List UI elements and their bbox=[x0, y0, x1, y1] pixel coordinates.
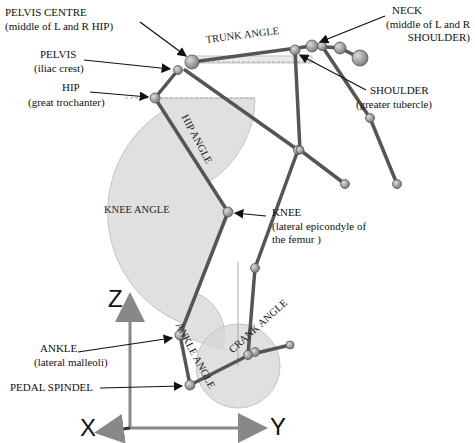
part-label: SHOULDER bbox=[370, 84, 429, 97]
part-note: (greater tubercle) bbox=[356, 98, 432, 111]
axis-label: Z bbox=[108, 286, 123, 312]
part-label: PELVIS CENTRE bbox=[5, 6, 87, 19]
axis-label: Y bbox=[270, 414, 286, 440]
coordinate-axes bbox=[100, 298, 262, 432]
part-note: (great trochanter) bbox=[28, 96, 105, 109]
part-label: PELVIS bbox=[40, 48, 76, 61]
part-label: HIP bbox=[62, 81, 80, 94]
part-label: KNEE bbox=[272, 206, 301, 219]
part-note: (lateral malleoli) bbox=[34, 356, 108, 369]
part-label: PEDAL SPINDEL bbox=[10, 381, 93, 394]
joint-markers bbox=[150, 40, 402, 390]
leader-arrows bbox=[78, 16, 385, 388]
angle-label: TRUNK ANGLE bbox=[205, 24, 280, 46]
part-label: ANKLE bbox=[40, 342, 77, 355]
part-note: (lateral epicondyle of the femur ) bbox=[272, 220, 380, 246]
part-note: (iliac crest) bbox=[34, 62, 84, 75]
angle-label: KNEE ANGLE bbox=[104, 203, 170, 216]
axis-label: X bbox=[80, 415, 96, 441]
part-note: (middle of L and R HIP) bbox=[5, 20, 113, 33]
part-label: NECK bbox=[392, 4, 422, 17]
part-note: (middle of L and R SHOULDER) bbox=[352, 18, 470, 44]
